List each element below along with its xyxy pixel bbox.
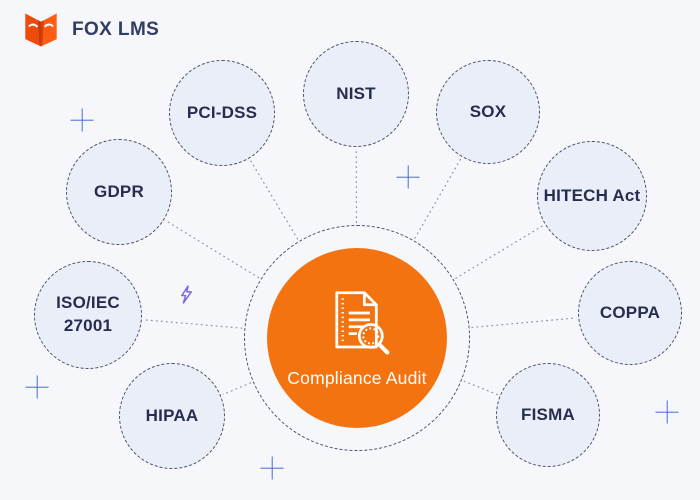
plus-icon <box>26 376 49 399</box>
node-sox: SOX <box>436 60 540 164</box>
brand-name: FOX LMS <box>72 19 160 40</box>
brand: FOX LMS <box>22 12 159 48</box>
node-label: NIST <box>336 83 376 103</box>
node-label: PCI-DSS <box>186 102 258 122</box>
node-hipaa: HIPAA <box>119 363 225 469</box>
plus-icon <box>71 109 94 132</box>
node-nist: NIST <box>303 41 409 147</box>
plus-icon <box>656 401 679 424</box>
node-fisma: FISMA <box>496 363 600 467</box>
lightning-icon <box>181 285 192 304</box>
hub-label: Compliance Audit <box>287 367 427 388</box>
node-hitech-act: HITECH Act <box>537 141 647 251</box>
node-label: FISMA <box>521 404 575 424</box>
node-gdpr: GDPR <box>66 139 172 245</box>
node-pci-dss: PCI-DSS <box>169 60 275 166</box>
node-label: ISO/IEC 27001 <box>56 293 120 335</box>
node-label: COPPA <box>599 302 661 322</box>
node-iso-iec-27001: ISO/IEC 27001 <box>34 261 142 369</box>
document-magnifier-icon <box>335 290 390 355</box>
node-label: SOX <box>469 101 507 121</box>
hub-compliance-audit: Compliance Audit <box>267 248 447 428</box>
node-label: HITECH Act <box>543 185 641 205</box>
plus-icon <box>397 166 420 189</box>
node-label: GDPR <box>94 181 144 201</box>
node-label: HIPAA <box>145 405 199 425</box>
fox-book-icon <box>25 13 57 47</box>
hub-dashed-ring <box>244 225 470 451</box>
node-coppa: COPPA <box>578 261 682 365</box>
plus-icon <box>261 457 284 480</box>
